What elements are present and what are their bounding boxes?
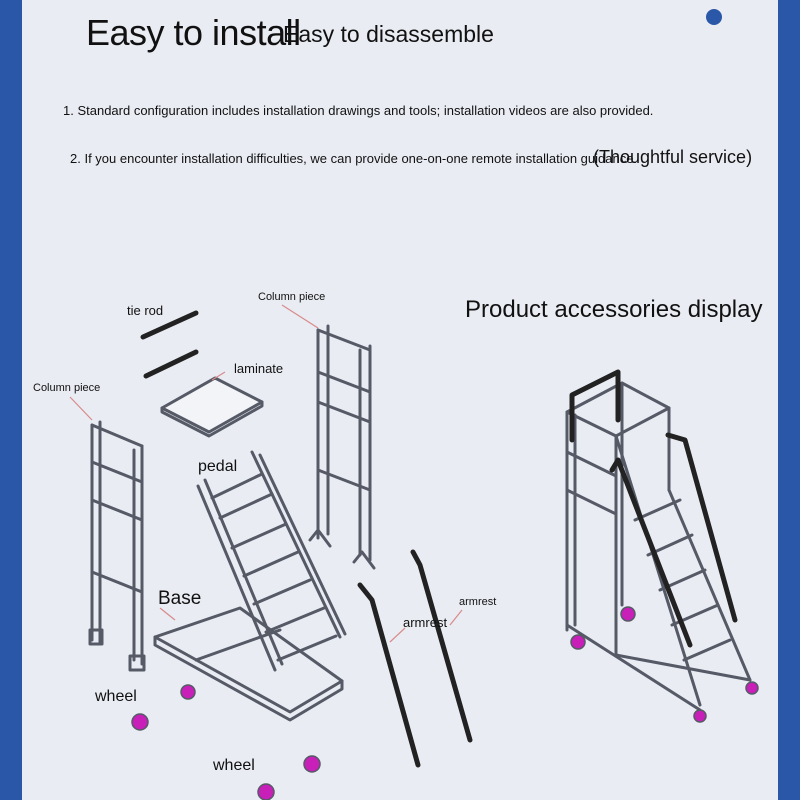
- corner-dot: [706, 9, 722, 25]
- label-tie-rod: tie rod: [127, 303, 164, 318]
- column-piece-left-illustration: [88, 420, 146, 672]
- note-item-2: 2. If you encounter installation difficu…: [70, 151, 638, 166]
- label-laminate: laminate: [234, 361, 284, 376]
- wheels: [131, 606, 759, 800]
- pedal-stair-illustration: [196, 450, 347, 672]
- assembled-ladder-illustration: [565, 369, 752, 712]
- label-column-piece-top: Column piece: [258, 291, 326, 303]
- page-title: Easy to install: [86, 12, 301, 53]
- label-base: Base: [158, 588, 202, 609]
- label-pedal: pedal: [198, 458, 238, 475]
- page-subtitle: Easy to disassemble: [283, 21, 494, 47]
- note-aside: (Thoughtful service): [593, 147, 753, 167]
- tie-rod-illustration: [140, 310, 199, 379]
- label-armrest-right: armrest: [459, 596, 497, 608]
- label-wheel-bottom: wheel: [213, 757, 255, 774]
- laminate-illustration: [160, 376, 264, 438]
- armrest-illustration: [357, 549, 473, 768]
- label-column-piece-left: Column piece: [33, 382, 101, 394]
- column-piece-top-illustration: [308, 324, 376, 570]
- label-wheel-left: wheel: [95, 688, 137, 705]
- note-item-1: 1. Standard configuration includes insta…: [63, 103, 654, 118]
- label-armrest-left: armrest: [403, 615, 448, 630]
- accessories-title: Product accessories display: [465, 296, 763, 323]
- base-illustration: [153, 606, 344, 722]
